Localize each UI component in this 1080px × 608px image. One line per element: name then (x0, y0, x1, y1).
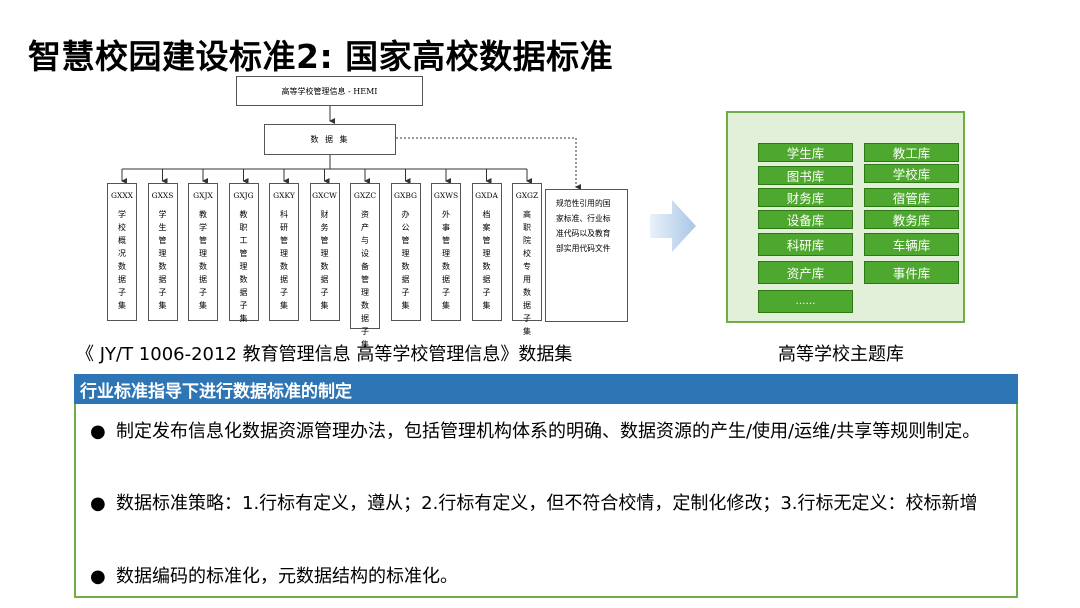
library-chip: 科研库 (758, 233, 853, 256)
library-chip: 教工库 (864, 143, 959, 162)
library-chip: 学生库 (758, 143, 853, 162)
subset-name: 财务管理数据子集 (320, 210, 329, 310)
subset-box-gxzc: GXZC 资产与设备管理数据子集 (350, 183, 380, 349)
subset-box-gxjx: GXJX 教学管理数据子集 (188, 183, 218, 321)
diagram-connectors (121, 106, 581, 190)
library-chip: 事件库 (864, 261, 959, 284)
panel-heading: 行业标准指导下进行数据标准的制定 (74, 374, 1018, 404)
subset-name: 学生管理数据子集 (158, 210, 167, 310)
bullet-dot-icon: ● (90, 566, 106, 587)
subset-box-gxcw: GXCW 财务管理数据子集 (309, 183, 340, 321)
library-chip: 学校库 (864, 164, 959, 183)
subset-code: GXZC (353, 191, 377, 200)
subset-code: GXCW (312, 191, 337, 200)
bullet-item: ● 制定发布信息化数据资源管理办法，包括管理机构体系的明确、数据资源的产生/使用… (90, 414, 996, 450)
subset-code: GXXS (151, 191, 174, 200)
library-chip: 宿管库 (864, 188, 959, 207)
library-chip: 资产库 (758, 261, 853, 284)
subset-box-gxgz: GXGZ 高职院校专用数据子集 (512, 183, 542, 336)
right-arrow-icon (650, 200, 696, 252)
subset-code: GXXX (110, 191, 133, 200)
library-chip: 图书库 (758, 166, 853, 185)
subset-name: 科研管理数据子集 (280, 210, 288, 310)
bullet-item: ● 数据标准策略：1.行标有定义，遵从；2.行标有定义，但不符合校情，定制化修改… (90, 486, 996, 522)
hemi-top-box: 高等学校管理信息 - HEMI (236, 76, 423, 106)
bullet-text: 数据标准策略：1.行标有定义，遵从；2.行标有定义，但不符合校情，定制化修改；3… (116, 493, 978, 514)
page-title: 智慧校园建设标准2: 国家高校数据标准 (28, 37, 614, 76)
bullet-item: ● 数据编码的标准化，元数据结构的标准化。 (90, 559, 996, 595)
subset-code: GXJX (193, 191, 213, 200)
library-chip: 车辆库 (864, 233, 959, 256)
subset-name: 教学管理数据子集 (199, 210, 207, 310)
bullet-dot-icon: ● (90, 421, 106, 442)
subset-name: 资产与设备管理数据子集 (361, 210, 369, 349)
subset-name: 学校概况数据子集 (118, 210, 126, 310)
dataset-caption: 《 JY/T 1006-2012 教育管理信息 高等学校管理信息》数据集 (76, 344, 573, 365)
subset-code: GXBG (394, 191, 417, 200)
subset-name: 办公管理数据子集 (401, 210, 410, 310)
library-caption: 高等学校主题库 (778, 344, 904, 365)
subset-code: GXWS (433, 191, 459, 200)
subset-code: GXDA (475, 191, 498, 200)
library-chip: 财务库 (758, 188, 853, 207)
subset-name: 教职工管理数据子集 (239, 210, 248, 323)
bullet-dot-icon: ● (90, 493, 106, 514)
hemi-dataset-diagram: 高等学校管理信息 - HEMI 数 据 集 GXXX 学校概况数据子集 GXXS 学生… (100, 75, 640, 349)
subset-name: 档案管理数据子集 (482, 210, 491, 310)
subset-box-gxjg: GXJG 教职工管理数据子集 (228, 183, 259, 323)
subset-box-gxda: GXDA 档案管理数据子集 (471, 183, 502, 321)
subset-box-gxxx: GXXX 学校概况数据子集 (107, 183, 137, 321)
subset-box-gxws: GXWS 外事管理数据子集 (431, 183, 461, 321)
subset-code: GXJG (233, 191, 254, 200)
library-chip: 教务库 (864, 210, 959, 229)
subset-box-gxky: GXKY 科研管理数据子集 (269, 183, 299, 321)
reference-codes-box: 规范性引用的国家标准、行业标准代码以及教育部实用代码文件 (545, 189, 628, 322)
subject-library-panel: 学生库图书库财务库设备库科研库资产库 …… 教工库学校库宿管库教务库车辆库事件库 (726, 111, 965, 323)
library-chip: …… (758, 290, 853, 313)
subset-box-gxbg: GXBG 办公管理数据子集 (390, 183, 421, 321)
subset-code: GXKY (273, 191, 295, 200)
subset-name: 外事管理数据子集 (442, 210, 450, 310)
bullet-text: 制定发布信息化数据资源管理办法，包括管理机构体系的明确、数据资源的产生/使用/运… (116, 421, 981, 442)
subset-code: GXGZ (515, 191, 539, 200)
panel-body: ● 制定发布信息化数据资源管理办法，包括管理机构体系的明确、数据资源的产生/使用… (74, 404, 1018, 598)
library-chip: 设备库 (758, 210, 853, 229)
bullet-text: 数据编码的标准化，元数据结构的标准化。 (116, 566, 458, 587)
subset-name: 高职院校专用数据子集 (523, 210, 531, 336)
dataset-box: 数 据 集 (264, 124, 396, 155)
subset-box-gxxs: GXXS 学生管理数据子集 (147, 183, 178, 321)
